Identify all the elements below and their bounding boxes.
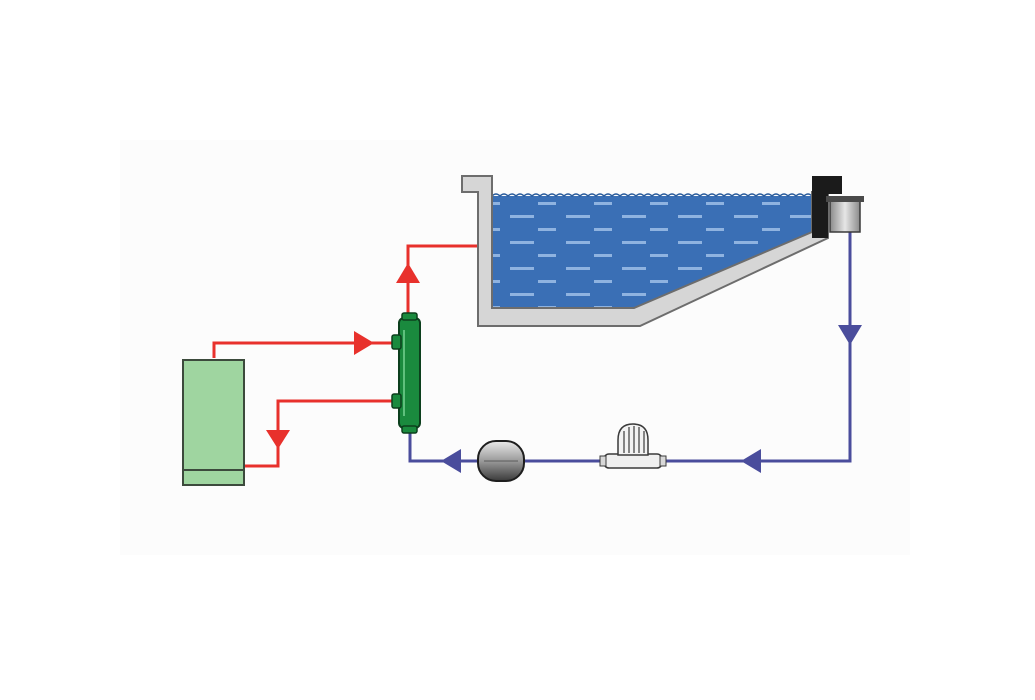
boiler: [182, 359, 245, 486]
flow-arrow-down-icon: [838, 325, 862, 345]
flow-arrow-down-icon: [266, 430, 290, 449]
water-surface: [491, 193, 813, 198]
filter-icon: [617, 423, 649, 456]
filter-base: [603, 453, 663, 469]
pool-water: [492, 196, 812, 308]
pump: [477, 440, 525, 482]
hot-supply-pipe: [212, 341, 393, 358]
boiler-icon: [182, 359, 245, 486]
flow-arrow-right-icon: [354, 331, 374, 355]
flow-arrow-left-icon: [441, 449, 461, 473]
skimmer-icon: [829, 197, 861, 233]
flow-arrow-up-icon: [396, 263, 420, 283]
flow-arrow-left-icon: [741, 449, 761, 473]
heat-exchanger: [391, 312, 421, 434]
heat-exchanger-icon: [398, 317, 421, 429]
filter: [599, 423, 667, 469]
swimming-pool: [461, 175, 842, 327]
pool-inlet-pipe: [406, 244, 478, 318]
skimmer: [826, 196, 864, 233]
